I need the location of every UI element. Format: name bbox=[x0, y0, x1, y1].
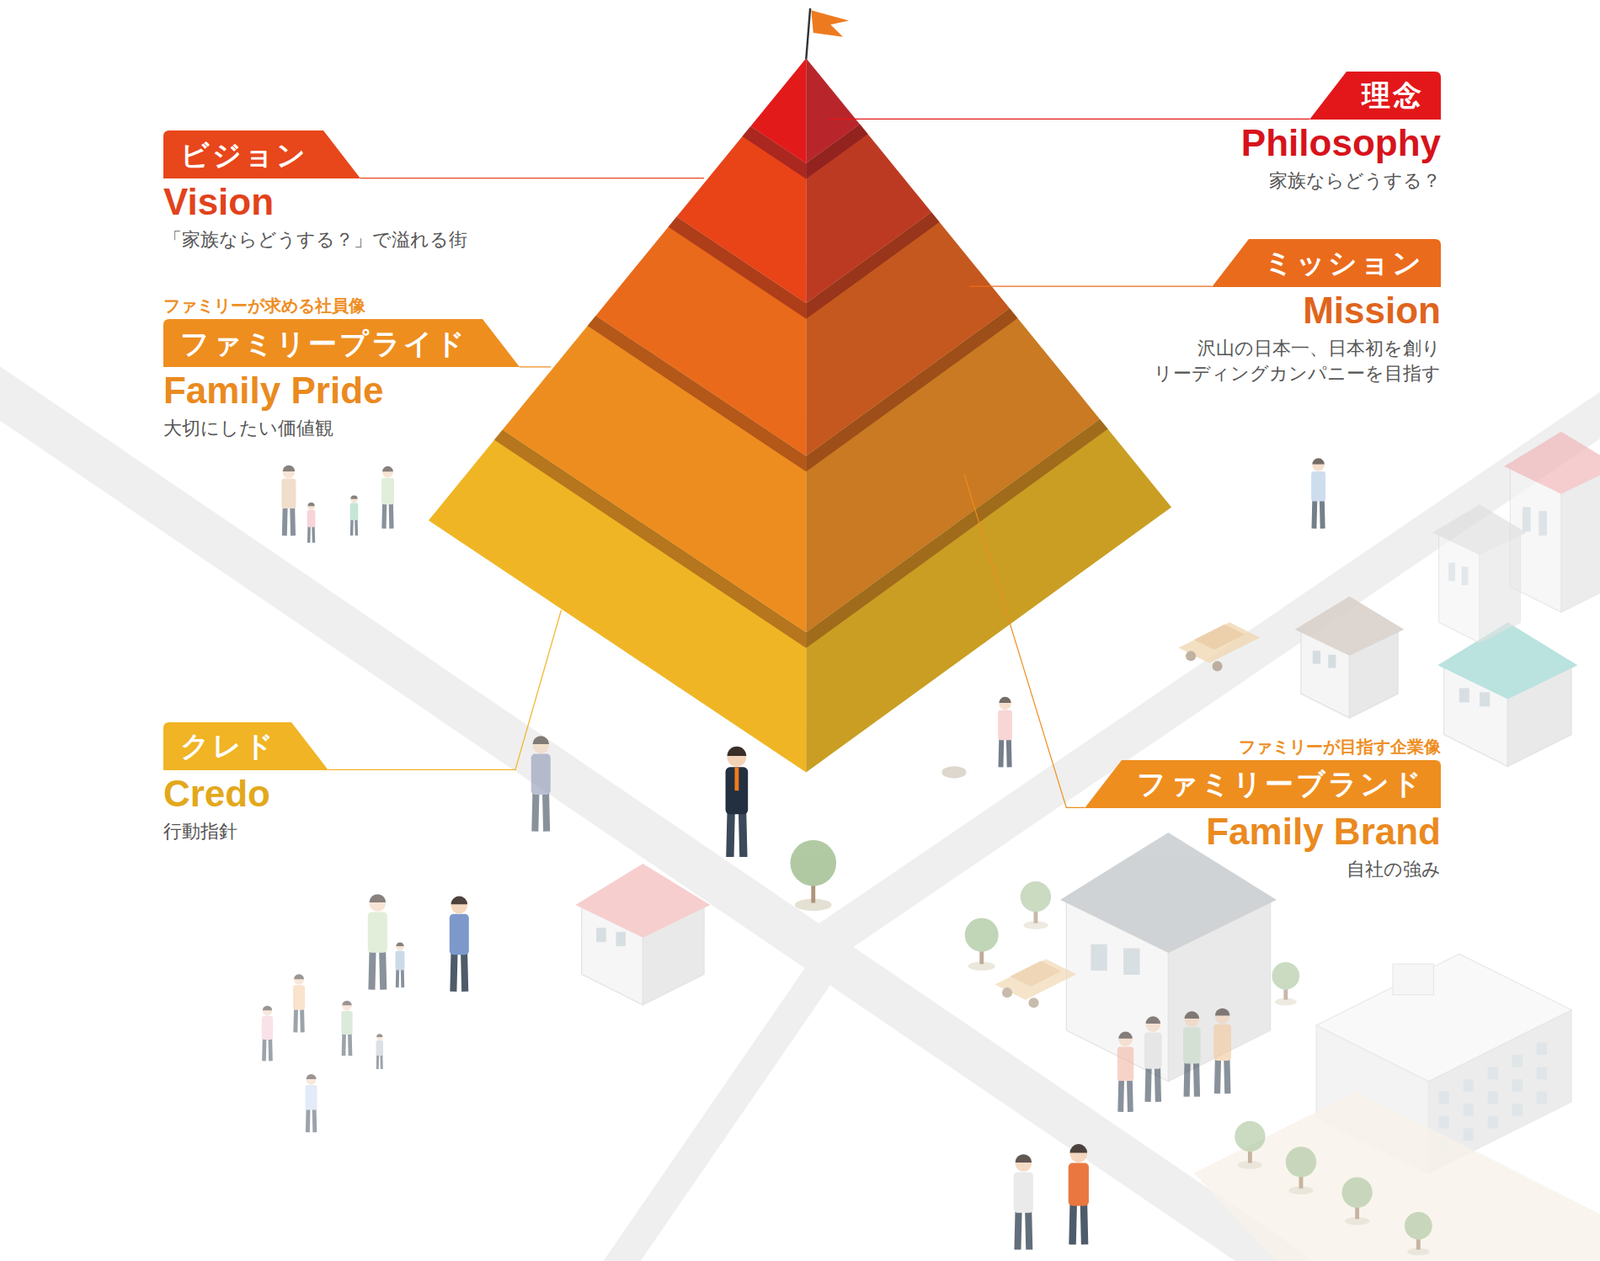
label-group: ミッション Mission沢山の日本一、日本初を創り リーディングカンパニーを目指… bbox=[1146, 239, 1441, 387]
person bbox=[395, 942, 406, 988]
description-text: 家族ならどうする？ bbox=[1269, 168, 1441, 194]
leader-line bbox=[969, 285, 1212, 287]
person bbox=[1311, 458, 1326, 529]
person bbox=[281, 465, 296, 537]
heading-tab: ファミリーブランド bbox=[1084, 760, 1441, 809]
pyramid bbox=[428, 8, 1172, 774]
dog bbox=[941, 766, 966, 779]
pyramid-tier bbox=[428, 419, 1172, 774]
heading-tab: クレド bbox=[163, 722, 329, 771]
car bbox=[1178, 622, 1261, 672]
house bbox=[1060, 832, 1277, 1083]
person bbox=[1183, 1011, 1201, 1097]
house bbox=[575, 864, 710, 1006]
tab-text: クレド bbox=[180, 729, 277, 763]
tab-text: ファミリープライド bbox=[180, 326, 468, 361]
flag bbox=[810, 10, 849, 38]
person bbox=[350, 496, 359, 537]
description-text: 大切にしたい価値観 bbox=[163, 416, 334, 442]
heading-tab: 理念 bbox=[1309, 71, 1441, 120]
person bbox=[1213, 1008, 1232, 1094]
english-name: Mission bbox=[1302, 288, 1441, 333]
leader-line bbox=[328, 610, 562, 771]
person bbox=[341, 1001, 352, 1057]
tree bbox=[1271, 962, 1300, 1006]
leader-lines bbox=[328, 118, 1310, 808]
caption-text: ファミリーが目指す企業像 bbox=[1238, 736, 1441, 758]
heading-tab: ファミリープライド bbox=[163, 319, 520, 368]
english-name: Philosophy bbox=[1241, 121, 1441, 166]
person bbox=[305, 1074, 318, 1133]
tab-text: ビジョン bbox=[180, 138, 309, 172]
english-name: Family Pride bbox=[163, 368, 384, 413]
label-group: ビジョン Vision 「家族ならどうする？」で溢れる街 bbox=[163, 130, 468, 253]
label-group: ファミリーが求める社員像ファミリープライド Family Pride 大切にしたい価… bbox=[163, 295, 520, 442]
tree bbox=[965, 918, 999, 971]
businessman bbox=[725, 746, 749, 858]
tree bbox=[1020, 881, 1051, 930]
person bbox=[368, 894, 388, 990]
person bbox=[381, 466, 395, 529]
english-name: Vision bbox=[163, 180, 274, 224]
tree bbox=[789, 840, 837, 912]
schoolyard bbox=[1194, 1092, 1600, 1261]
description-text: 行動指針 bbox=[163, 819, 238, 845]
description-text: 自社の強み bbox=[1346, 857, 1441, 883]
person bbox=[449, 896, 470, 992]
person bbox=[1117, 1031, 1134, 1112]
tree bbox=[1404, 1212, 1433, 1256]
leader-line bbox=[519, 366, 551, 368]
tab-text: 理念 bbox=[1361, 78, 1424, 112]
tree bbox=[1285, 1146, 1317, 1195]
house bbox=[1432, 504, 1526, 643]
description-text: 沢山の日本一、日本初を創り リーディングカンパニーを目指す bbox=[1146, 336, 1441, 387]
english-name: Credo bbox=[163, 772, 271, 816]
person bbox=[1013, 1154, 1034, 1250]
person bbox=[531, 736, 551, 832]
label-group: 理念 Philosophy家族ならどうする？ bbox=[1241, 71, 1441, 194]
person bbox=[1144, 1016, 1163, 1102]
person bbox=[307, 502, 316, 544]
heading-tab: ビジョン bbox=[163, 130, 361, 179]
person bbox=[1068, 1144, 1089, 1245]
tree bbox=[1234, 1121, 1265, 1170]
house bbox=[1437, 622, 1578, 767]
car bbox=[994, 959, 1077, 1008]
leader-line bbox=[360, 177, 704, 179]
heading-tab: ミッション bbox=[1211, 239, 1441, 288]
person bbox=[997, 697, 1013, 768]
leader-line bbox=[964, 474, 1085, 809]
person bbox=[376, 1034, 384, 1070]
label-group: クレド Credo 行動指針 bbox=[163, 722, 329, 845]
tab-text: ファミリーブランド bbox=[1136, 767, 1424, 801]
house bbox=[1295, 597, 1405, 719]
tree bbox=[1341, 1177, 1372, 1226]
person bbox=[293, 974, 305, 1033]
caption-text: ファミリーが求める社員像 bbox=[163, 295, 366, 316]
flag-pole bbox=[805, 8, 811, 60]
leader-line bbox=[828, 118, 1310, 120]
label-group: ファミリーが目指す企業像ファミリーブランド Family Brand 自社の強み bbox=[1084, 736, 1441, 883]
tab-text: ミッション bbox=[1264, 245, 1424, 280]
english-name: Family Brand bbox=[1205, 810, 1441, 854]
person bbox=[261, 1006, 273, 1062]
description-text: 「家族ならどうする？」で溢れる街 bbox=[163, 227, 468, 253]
